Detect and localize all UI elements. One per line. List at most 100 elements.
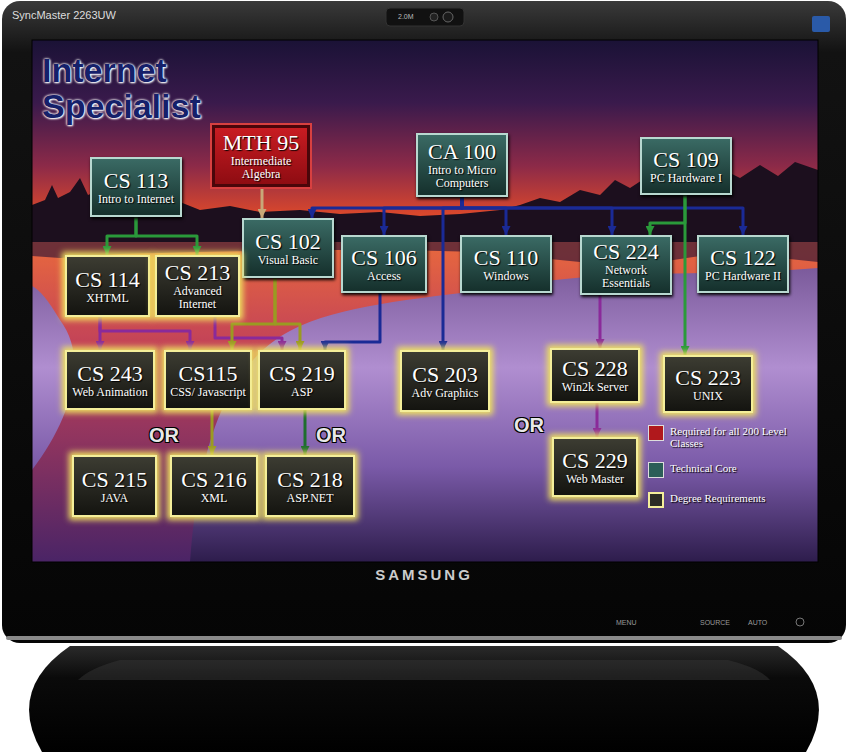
prerequisite-connector xyxy=(384,197,462,235)
legend-swatch xyxy=(648,425,664,441)
course-code: CS 213 xyxy=(165,261,230,285)
prerequisite-connector xyxy=(650,195,685,235)
course-code: CS 109 xyxy=(653,148,718,172)
course-title: Intermediate Algebra xyxy=(219,155,303,181)
prerequisite-connector xyxy=(136,217,197,255)
degree-course-box: CS 223UNIX xyxy=(663,355,753,413)
course-title: Advanced Internet xyxy=(161,285,234,311)
diagram-title: Internet Specialist xyxy=(42,52,242,124)
course-code: MTH 95 xyxy=(223,131,299,155)
course-title: Windows xyxy=(483,270,529,283)
course-title: Web Animation xyxy=(72,386,147,399)
course-code: CS 224 xyxy=(593,240,658,264)
legend-swatch xyxy=(648,492,664,508)
course-title: UNIX xyxy=(693,390,723,403)
course-code: CS 218 xyxy=(277,468,342,492)
screen-wallpaper xyxy=(32,40,818,562)
course-code: CS 113 xyxy=(104,169,169,193)
brand-logo: SAMSUNG xyxy=(324,566,524,583)
monitor-bezel xyxy=(2,1,846,643)
course-title: ASP xyxy=(291,386,313,399)
prerequisite-connector xyxy=(462,197,506,235)
degree-course-box: CS 213Advanced Internet xyxy=(155,255,240,317)
core-course-box: CA 100Intro to Micro Computers xyxy=(416,133,508,197)
course-title: Win2k Server xyxy=(562,381,629,394)
degree-course-box: CS 219ASP xyxy=(258,350,346,410)
degree-course-box: CS 228Win2k Server xyxy=(550,348,640,403)
course-title: CSS/ Javascript xyxy=(170,386,246,399)
core-course-box: CS 113Intro to Internet xyxy=(90,157,182,217)
sunset-sky xyxy=(32,40,818,250)
course-title: Network Essentials xyxy=(586,264,666,290)
legend-entry: Technical Core xyxy=(648,462,808,478)
monitor-stand xyxy=(29,646,819,752)
prerequisite-connector xyxy=(596,403,599,437)
course-code: CS 228 xyxy=(562,357,627,381)
degree-course-box: CS 243Web Animation xyxy=(65,350,155,410)
legend-entry: Required for all 200 Level Classes xyxy=(648,425,808,449)
prerequisite-connector xyxy=(325,293,380,350)
degree-course-box: CS 218ASP.NET xyxy=(265,455,355,517)
course-title: Adv Graphics xyxy=(412,387,479,400)
power-button xyxy=(796,618,804,626)
course-code: CS115 xyxy=(178,362,237,386)
button-label: AUTO xyxy=(748,619,767,626)
legend-entry: Degree Requirements xyxy=(648,492,808,508)
course-code: CS 102 xyxy=(255,230,320,254)
course-code: CS 106 xyxy=(351,246,416,270)
course-code: CS 122 xyxy=(710,246,775,270)
legend-text: Technical Core xyxy=(670,462,800,474)
course-code: CS 223 xyxy=(675,366,740,390)
stand-reflection xyxy=(78,660,770,680)
legend-swatch xyxy=(648,462,664,478)
core-course-box: CS 224Network Essentials xyxy=(580,235,672,295)
snow-field xyxy=(32,236,818,562)
course-title: PC Hardware II xyxy=(705,270,781,283)
model-name: SyncMaster 2263UW xyxy=(12,9,116,21)
legend-text: Degree Requirements xyxy=(670,492,800,504)
degree-course-box: CS 215JAVA xyxy=(72,455,157,517)
course-code: CS 219 xyxy=(269,362,334,386)
course-title: XML xyxy=(201,492,228,505)
camera-lens xyxy=(443,12,453,22)
core-course-box: CS 110Windows xyxy=(460,235,552,293)
prerequisite-connector xyxy=(599,295,602,348)
degree-course-box: CS115CSS/ Javascript xyxy=(164,350,252,410)
prerequisite-connector xyxy=(462,197,743,235)
course-title: Intro to Micro Computers xyxy=(422,164,502,190)
camera-housing xyxy=(386,8,464,26)
core-course-box: CS 122PC Hardware II xyxy=(697,235,789,293)
course-title: XHTML xyxy=(86,292,129,305)
course-title: JAVA xyxy=(101,492,129,505)
prerequisite-connector xyxy=(275,278,300,350)
core-course-box: CS 109PC Hardware I xyxy=(640,137,732,195)
prerequisite-connector xyxy=(100,317,190,350)
prerequisite-connector xyxy=(684,195,687,355)
course-code: CS 243 xyxy=(77,362,142,386)
bezel-trim xyxy=(6,636,842,640)
legend-text: Required for all 200 Level Classes xyxy=(670,425,800,449)
core-course-box: CS 106Access xyxy=(341,235,427,293)
screen-edge xyxy=(32,40,818,562)
course-code: CA 100 xyxy=(428,140,496,164)
button-label: MENU xyxy=(616,619,637,626)
course-title: Web Master xyxy=(566,473,624,486)
core-course-box: CS 102Visual Basic xyxy=(242,218,334,278)
prerequisite-connector xyxy=(261,187,264,218)
course-code: CS 114 xyxy=(75,268,140,292)
alternative-marker: OR xyxy=(149,424,179,447)
course-title: Visual Basic xyxy=(258,254,318,267)
prerequisite-box: MTH 95Intermediate Algebra xyxy=(212,125,310,187)
camera-lens xyxy=(430,13,438,21)
degree-course-box: CS 216XML xyxy=(170,455,258,517)
alternative-marker: OR xyxy=(514,414,544,437)
course-code: CS 215 xyxy=(82,468,147,492)
prerequisite-connector xyxy=(304,410,307,455)
course-title: ASP.NET xyxy=(286,492,333,505)
degree-course-box: CS 114XHTML xyxy=(65,255,150,317)
camera-label: 2.0M xyxy=(398,13,414,20)
course-code: CS 203 xyxy=(412,363,477,387)
course-code: CS 216 xyxy=(181,468,246,492)
course-code: CS 110 xyxy=(474,246,539,270)
button-label: SOURCE xyxy=(700,619,730,626)
